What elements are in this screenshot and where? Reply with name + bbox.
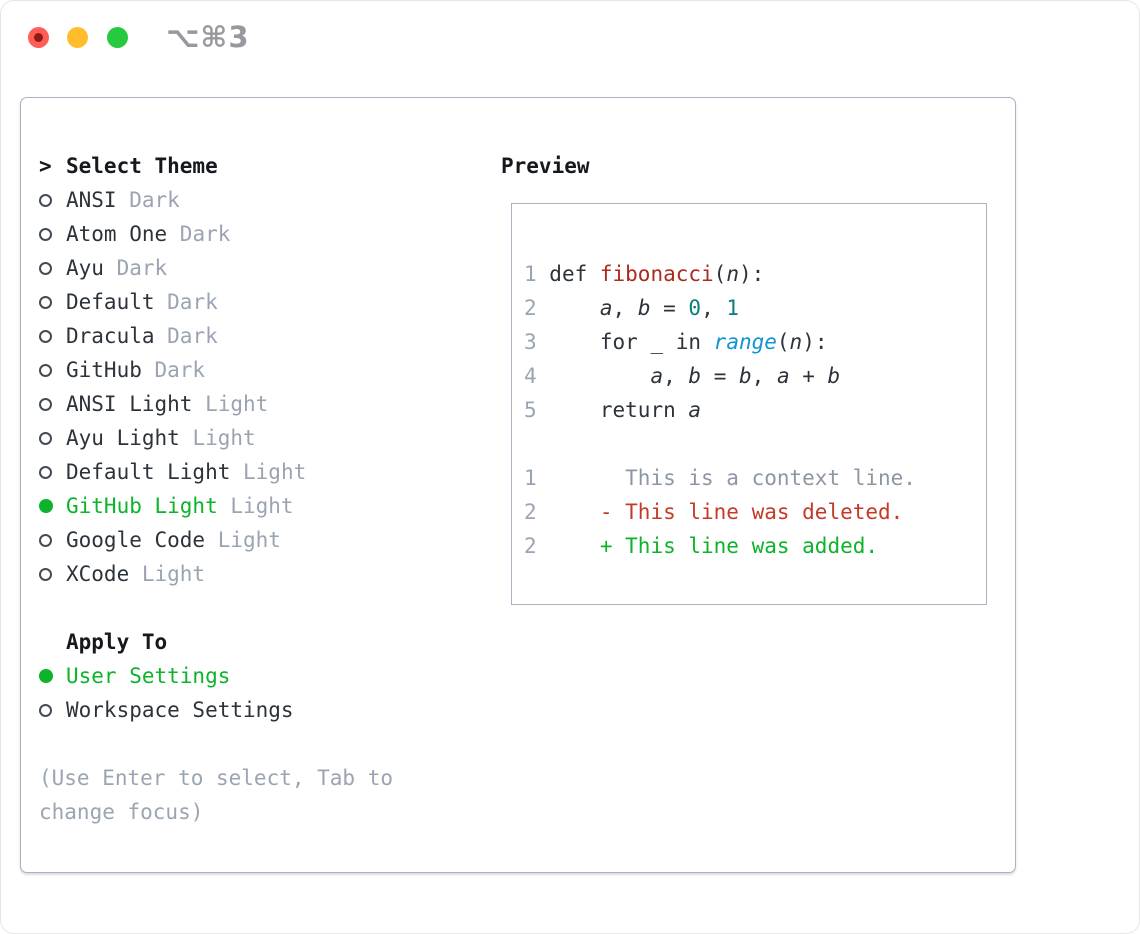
code-line: 2 + This line was added. (524, 534, 879, 558)
radio-icon (39, 567, 52, 581)
radio-icon (39, 227, 52, 241)
option-google-code[interactable]: Google Code Light (39, 523, 489, 557)
radio-selected-icon (39, 669, 53, 683)
theme-variant: Dark (167, 222, 231, 246)
code-line: 5 return a (524, 398, 702, 422)
apply-to-title: Apply To (66, 630, 168, 654)
option-xcode[interactable]: XCode Light (39, 557, 489, 591)
theme-variant: Light (179, 426, 256, 450)
radio-icon (39, 261, 52, 275)
theme-variant: Dark (154, 324, 218, 348)
focus-chevron-icon: > (39, 154, 52, 178)
theme-variant: Light (129, 562, 206, 586)
preview-title: Preview (501, 154, 590, 178)
traffic-light-minimize-icon[interactable] (67, 27, 88, 48)
hint-line-2: change focus) (39, 800, 204, 824)
code-line: 1 This is a context line. (524, 466, 916, 490)
code-block: 1 def fibonacci(n): 2 a, b = 0, 1 3 for _ … (512, 204, 986, 563)
radio-icon (39, 329, 52, 343)
apply-option-label: Workspace Settings (66, 698, 294, 722)
radio-selected-icon (39, 499, 53, 513)
theme-name: Ayu Light (66, 426, 180, 450)
spacer (39, 591, 489, 625)
theme-name: XCode (66, 562, 130, 586)
option-github-light[interactable]: GitHub Light Light (39, 489, 489, 523)
hint-block: (Use Enter to select, Tab to change focu… (39, 761, 489, 829)
theme-name: Atom One (66, 222, 168, 246)
traffic-light-zoom-icon[interactable] (107, 27, 128, 48)
option-user-settings[interactable]: User Settings (39, 659, 489, 693)
theme-variant: Dark (116, 188, 180, 212)
option-workspace-settings[interactable]: Workspace Settings (39, 693, 489, 727)
theme-name: ANSI (66, 188, 117, 212)
radio-icon (39, 397, 52, 411)
select-theme-title: Select Theme (66, 154, 218, 178)
theme-variant: Dark (103, 256, 168, 280)
theme-name: Default (66, 290, 155, 314)
code-line (524, 427, 986, 461)
theme-name: ANSI Light (66, 392, 193, 416)
option-dracula[interactable]: Dracula Dark (39, 319, 489, 353)
code-line: 4 a, b = b, a + b (524, 364, 841, 388)
theme-variant: Light (205, 528, 281, 552)
spacer (39, 727, 489, 761)
radio-icon (39, 703, 52, 717)
select-theme-header: > Select Theme (39, 149, 489, 183)
option-ansi-light[interactable]: ANSI Light Light (39, 387, 489, 421)
option-default[interactable]: Default Dark (39, 285, 489, 319)
theme-name: Default Light (66, 460, 231, 484)
option-ansi[interactable]: ANSI Dark (39, 183, 489, 217)
code-line: 3 for _ in range(n): (524, 330, 828, 354)
option-atom-one[interactable]: Atom One Dark (39, 217, 489, 251)
radio-icon (39, 533, 52, 547)
titlebar: ⌥⌘3 (0, 0, 1140, 76)
theme-name: Ayu (66, 256, 104, 280)
theme-name: GitHub Light (66, 494, 218, 518)
theme-variant: Dark (154, 290, 218, 314)
option-ayu-light[interactable]: Ayu Light Light (39, 421, 489, 455)
option-github[interactable]: GitHub Dark (39, 353, 489, 387)
theme-name: Google Code (66, 528, 206, 552)
option-ayu[interactable]: Ayu Dark (39, 251, 489, 285)
traffic-light-close-icon[interactable] (28, 27, 49, 48)
theme-variant: Light (217, 494, 294, 518)
theme-variant: Light (192, 392, 269, 416)
radio-icon (39, 295, 52, 309)
theme-name: GitHub (66, 358, 142, 382)
code-line: 2 - This line was deleted. (524, 500, 904, 524)
radio-icon (39, 363, 52, 377)
theme-variant: Dark (141, 358, 206, 382)
hint-line-1: (Use Enter to select, Tab to (39, 766, 394, 790)
apply-option-label: User Settings (66, 664, 231, 688)
option-default-light[interactable]: Default Light Light (39, 455, 489, 489)
radio-icon (39, 431, 52, 445)
preview-box: 1 def fibonacci(n): 2 a, b = 0, 1 3 for _ … (511, 203, 987, 605)
code-line: 2 a, b = 0, 1 (524, 296, 740, 320)
apply-to-header: Apply To (39, 625, 489, 659)
theme-name: Dracula (66, 324, 155, 348)
code-line: 1 def fibonacci(n): (524, 262, 765, 286)
window-title: ⌥⌘3 (166, 20, 250, 54)
theme-variant: Light (230, 460, 307, 484)
radio-icon (39, 465, 52, 479)
radio-icon (39, 193, 52, 207)
